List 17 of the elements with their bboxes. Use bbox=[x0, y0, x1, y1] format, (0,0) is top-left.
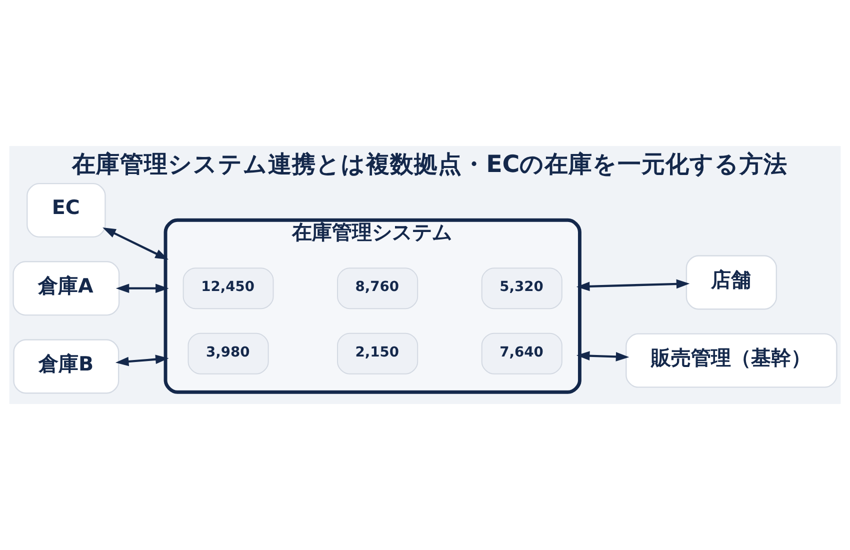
arrow bbox=[102, 228, 168, 260]
arrow bbox=[115, 354, 169, 366]
node-box: 5,320 bbox=[481, 268, 562, 310]
arrow bbox=[576, 351, 630, 362]
node-box: EC bbox=[26, 182, 106, 238]
node-box: 7,640 bbox=[481, 332, 562, 374]
node-box: 販売管理（基幹） bbox=[626, 333, 838, 388]
node-box: 8,760 bbox=[337, 268, 418, 310]
node-box: 2,150 bbox=[337, 332, 418, 374]
node-box: 12,450 bbox=[182, 268, 274, 310]
node-box: 倉庫A bbox=[12, 261, 120, 316]
node-box: 倉庫B bbox=[13, 339, 120, 394]
arrow bbox=[116, 284, 169, 293]
arrow bbox=[576, 279, 690, 292]
diagram-title: 在庫管理システム連携とは複数拠点・ECの在庫を一元化する方法 bbox=[72, 150, 788, 178]
node-box: 3,980 bbox=[188, 332, 269, 374]
node-box: 店舗 bbox=[686, 255, 777, 310]
